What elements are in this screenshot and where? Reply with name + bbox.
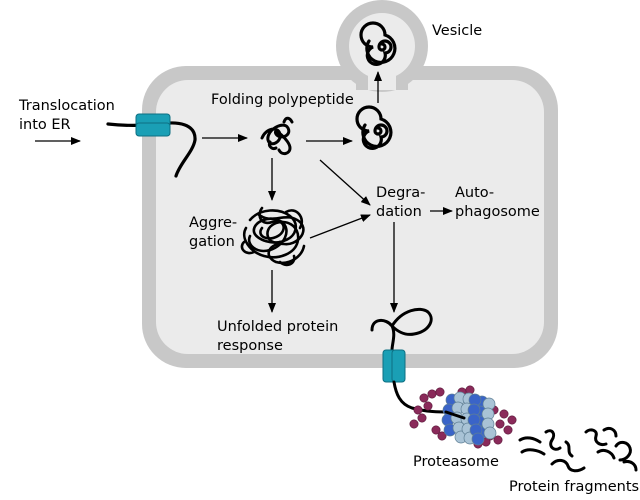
label-upr-line2: response — [217, 338, 283, 354]
label-degradation-line2: dation — [376, 204, 422, 220]
label-autophagosome-line2: phagosome — [455, 204, 540, 220]
folding-polypeptide-squiggle — [260, 116, 294, 156]
label-vesicle: Vesicle — [432, 23, 483, 39]
label-aggregation-line2: gation — [189, 234, 235, 250]
folded-protein-spiral — [355, 105, 393, 150]
protein-aggregate — [240, 206, 306, 267]
label-aggregation-line1: Aggre- — [189, 215, 238, 231]
label-folding-polypeptide: Folding polypeptide — [211, 92, 354, 108]
label-autophagosome-line1: Auto- — [455, 185, 495, 201]
label-protein-fragments: Protein fragments — [509, 479, 640, 495]
label-proteasome: Proteasome — [413, 454, 499, 470]
er-membrane — [142, 0, 558, 368]
misfolded-protein-loop — [370, 307, 433, 352]
vesicle-spiral — [359, 21, 397, 66]
arrow-aggregation-to-degradation — [309, 214, 371, 239]
exported-polypeptide — [392, 380, 452, 414]
translocon-channel-left — [135, 113, 171, 137]
proteasome-complex — [409, 385, 517, 449]
label-translocation-line2: into ER — [19, 117, 71, 133]
label-upr-line1: Unfolded protein — [217, 319, 339, 335]
arrow-folding-to-degradation — [319, 159, 371, 206]
label-degradation-line1: Degra- — [376, 185, 426, 201]
protein-fragments — [518, 426, 638, 473]
nascent-polypeptide — [106, 121, 197, 178]
retrotranslocon-channel — [382, 349, 406, 383]
label-translocation-line1: Translocation — [19, 98, 115, 114]
